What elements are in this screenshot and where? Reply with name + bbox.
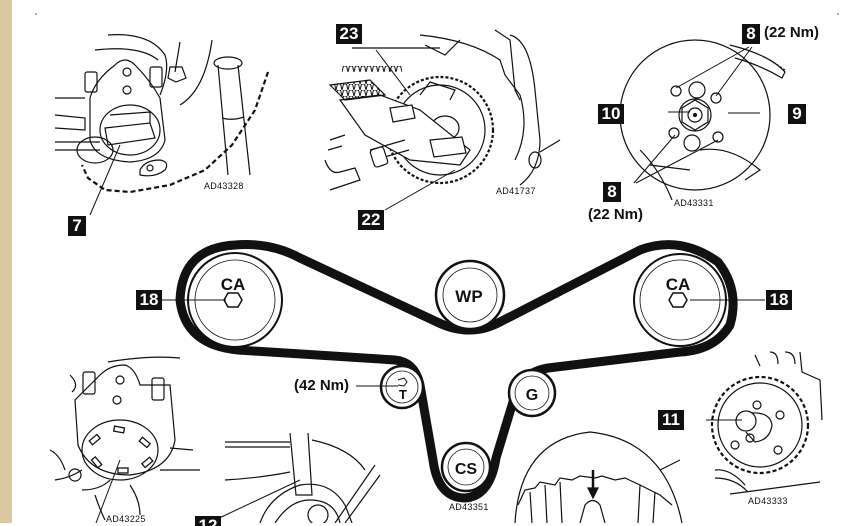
page-margin-strip (0, 0, 12, 523)
hex-bolt-icon (397, 377, 408, 387)
figure-id-belt: AD43351 (449, 502, 489, 512)
callout-7: 7 (68, 216, 86, 236)
pulley-cs-crankshaft: CS (440, 441, 492, 493)
service-diagram: CA WP CA T G CS (12, 0, 842, 526)
panel-top-left-illustration (54, 34, 251, 177)
torque-42nm-tensioner: (42 Nm) (294, 377, 350, 394)
figure-id-br: AD43333 (748, 496, 788, 506)
torque-22nm-bottom: (22 Nm) (588, 206, 644, 223)
callout-partial-bottom: 12 (195, 516, 221, 526)
leader-lines-top-right (633, 46, 760, 184)
callout-18-right: 18 (766, 290, 792, 310)
panel-bottom-left-illustration (49, 356, 200, 521)
callout-8-bottom: 8 (603, 182, 621, 202)
leader-lines-belt (162, 299, 765, 387)
pulley-label-t: T (399, 387, 407, 402)
figure-id-bl: AD43225 (106, 514, 146, 524)
diagram-artwork: CA WP CA T G CS (35, 13, 839, 523)
panel-bottom-right-illustration (710, 351, 823, 495)
callout-22: 22 (358, 210, 384, 230)
figure-id-tl: AD43328 (204, 181, 244, 191)
pulley-wp: WP (434, 259, 506, 331)
pulley-label-ca-right: CA (666, 275, 691, 294)
hex-bolt-icon (668, 292, 688, 308)
panel-flywheel-detail (514, 431, 683, 523)
panel-top-center-illustration (324, 29, 561, 191)
panel-top-right-illustration (619, 39, 786, 201)
pulley-g-idler: G (507, 368, 557, 418)
chain (81, 71, 270, 194)
callout-18-left: 18 (136, 290, 162, 310)
figure-id-tr: AD43331 (674, 198, 714, 208)
callout-8-top: 8 (742, 24, 760, 44)
torque-22nm-top: (22 Nm) (764, 24, 820, 41)
callout-11: 11 (658, 410, 684, 430)
pulley-label-g: G (526, 387, 538, 404)
hex-bolt-icon (223, 292, 243, 308)
callout-9: 9 (788, 104, 806, 124)
pulley-label-wp: WP (455, 287, 482, 306)
pulley-t-tensioner: T (379, 364, 425, 410)
callout-23: 23 (336, 24, 362, 44)
figure-id-tc: AD41737 (496, 186, 536, 196)
callout-10: 10 (598, 104, 624, 124)
panel-bottom-center-illustration (224, 432, 381, 523)
pulley-label-cs: CS (455, 461, 478, 478)
pulley-label-ca-left: CA (221, 275, 246, 294)
